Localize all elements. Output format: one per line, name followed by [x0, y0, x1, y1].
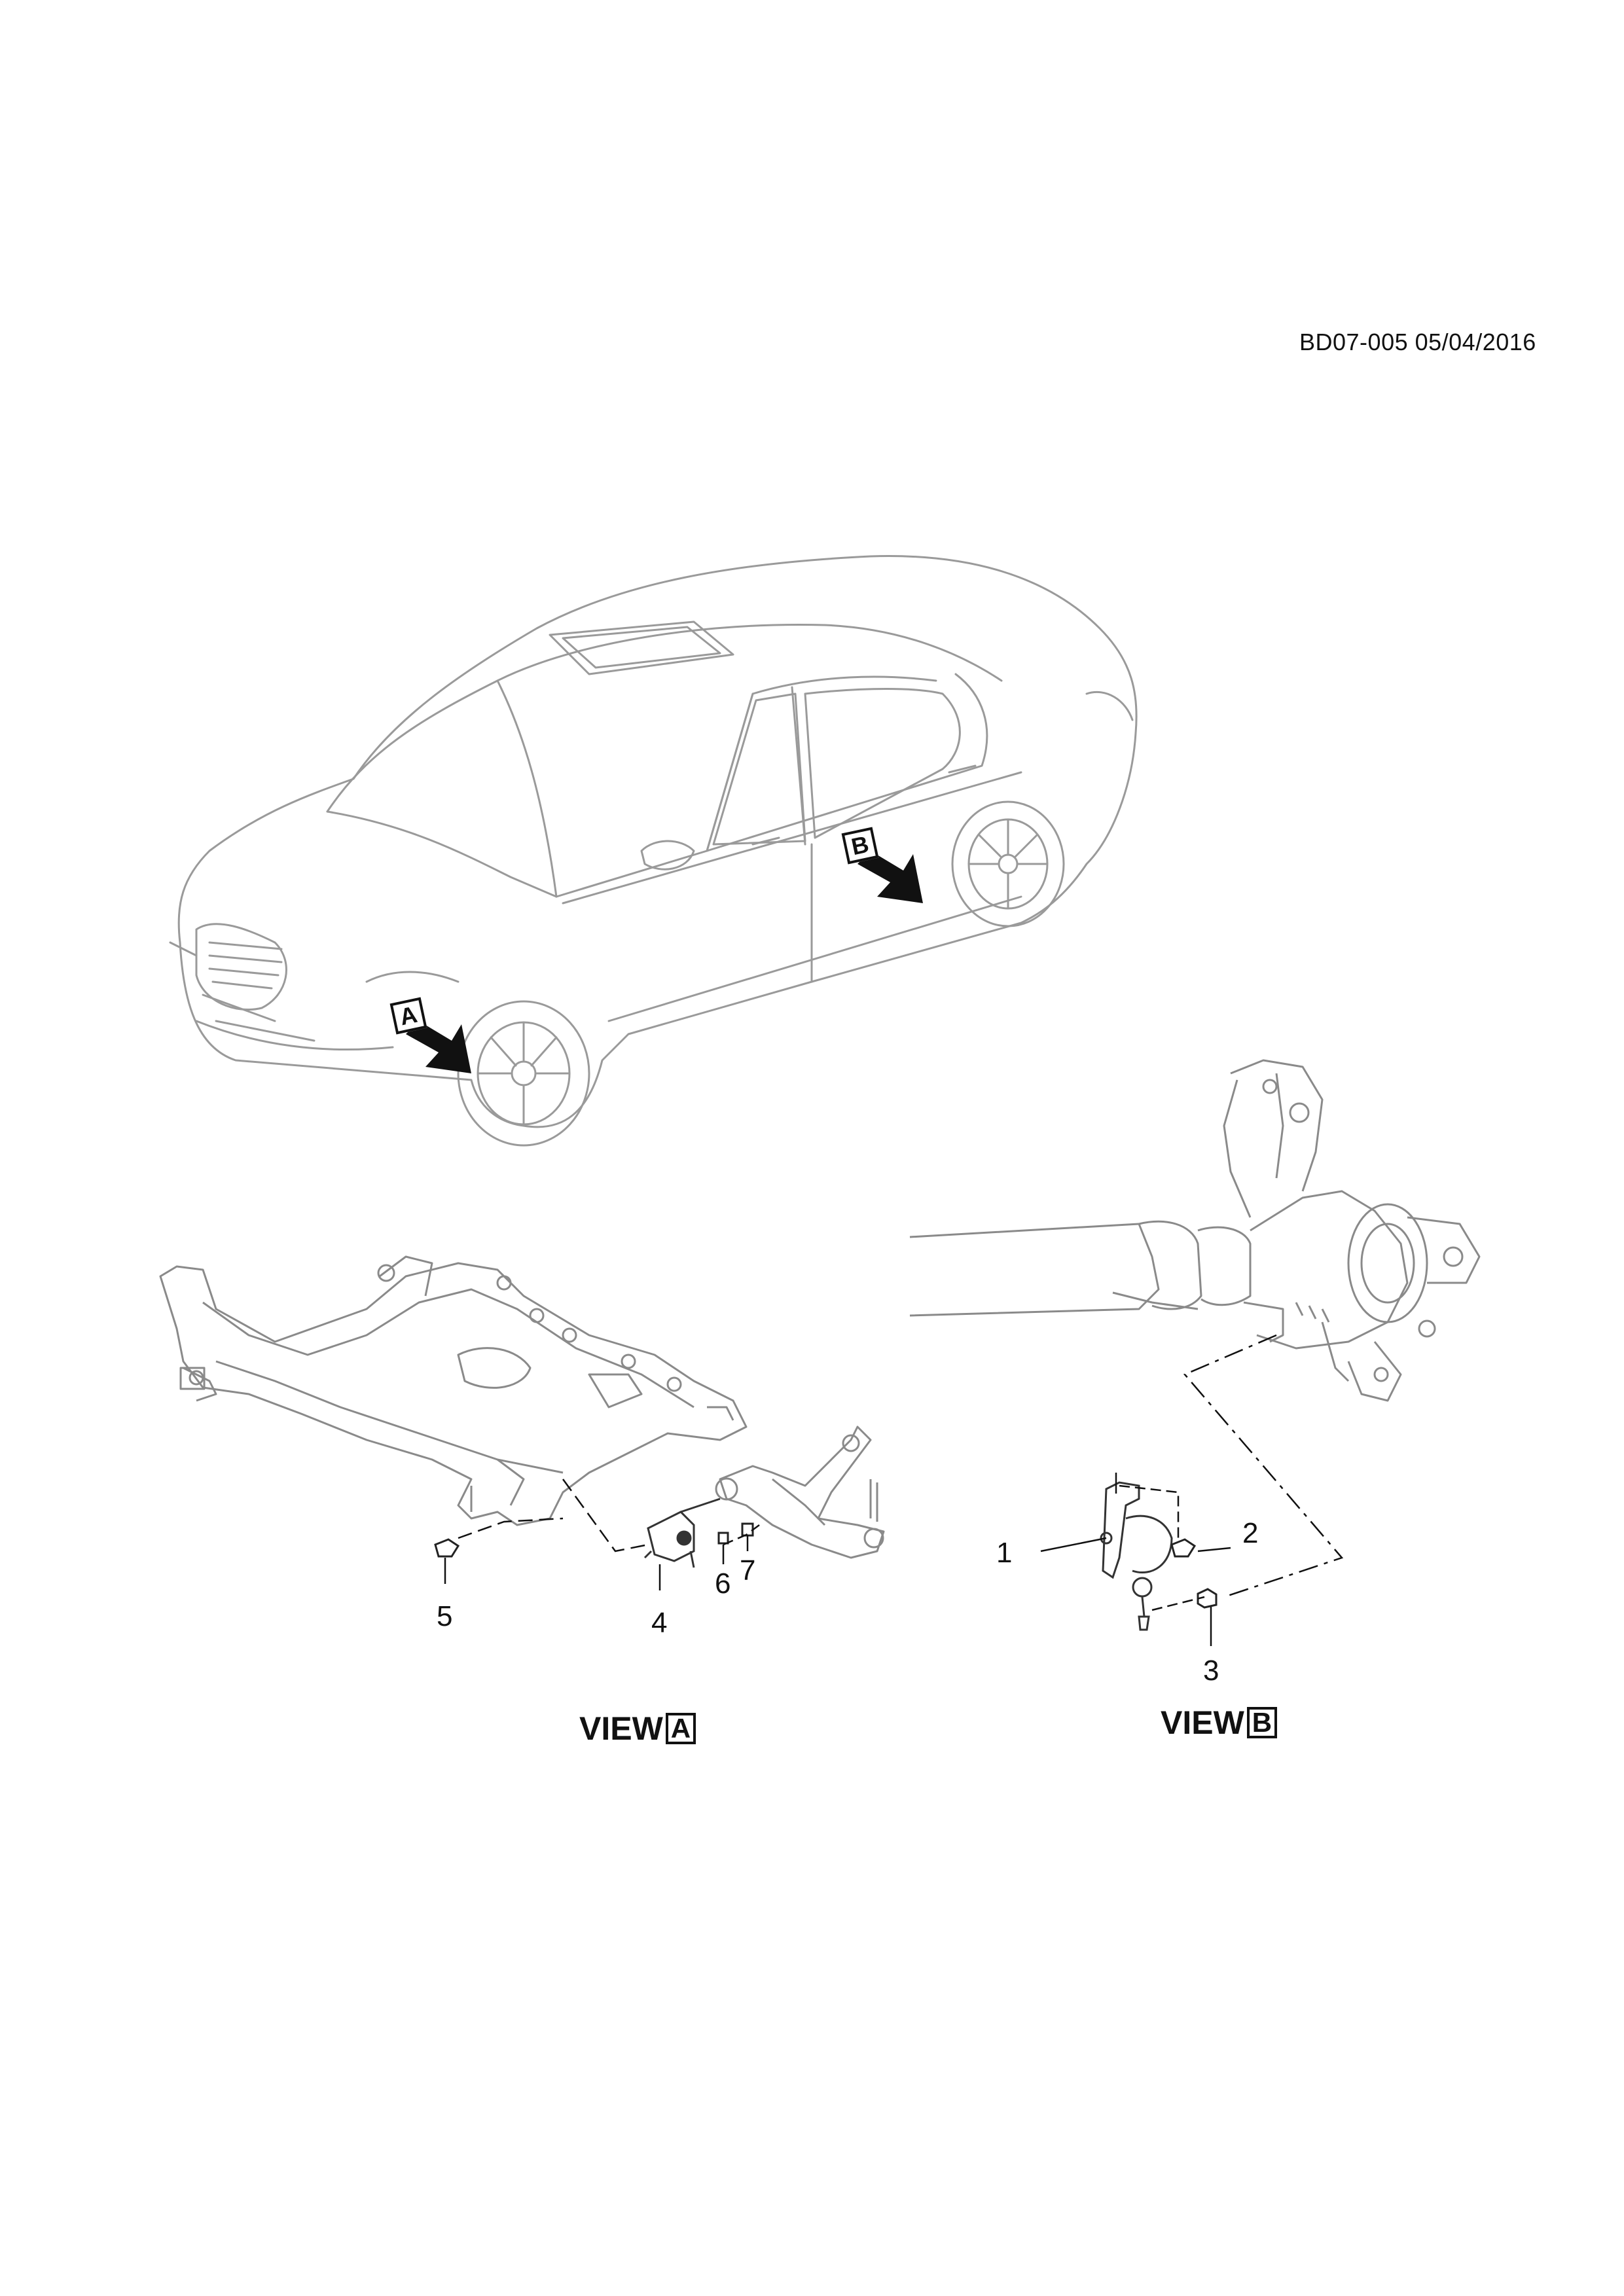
car-tag-a: A	[389, 997, 427, 1035]
car-arrow-a	[406, 1021, 471, 1073]
car-arrow-b	[857, 851, 923, 903]
view-b-caption: VIEW B	[1161, 1704, 1278, 1742]
front-fasteners-drawing	[434, 1522, 754, 1558]
car-tag-b: B	[841, 827, 879, 865]
front-subframe-drawing	[159, 1255, 748, 1526]
callout-5: 5	[437, 1600, 453, 1632]
callout-4: 4	[651, 1607, 668, 1639]
rear-height-sensor-drawing	[1100, 1481, 1173, 1631]
callout-1: 1	[996, 1537, 1013, 1569]
view-b-caption-tag: B	[1246, 1707, 1278, 1738]
callout-2: 2	[1242, 1517, 1259, 1549]
callout-6: 6	[715, 1568, 731, 1600]
rear-axle-drawing	[909, 1059, 1481, 1402]
view-a-caption: VIEW A	[579, 1710, 696, 1748]
callout-3: 3	[1203, 1655, 1219, 1687]
view-a-caption-tag: A	[665, 1713, 696, 1744]
view-b-leader-lines	[1040, 1334, 1344, 1646]
view-a-caption-prefix: VIEW	[579, 1710, 663, 1747]
rear-fasteners-drawing	[1170, 1538, 1218, 1609]
document-id: BD07-005 05/04/2016	[1299, 329, 1536, 355]
view-b-caption-prefix: VIEW	[1161, 1704, 1244, 1741]
control-arm-drawing	[715, 1426, 885, 1559]
front-height-sensor-drawing	[643, 1498, 721, 1568]
view-a-leader-lines	[444, 1479, 760, 1590]
callout-7: 7	[740, 1554, 756, 1587]
car-illustration	[169, 555, 1138, 1147]
